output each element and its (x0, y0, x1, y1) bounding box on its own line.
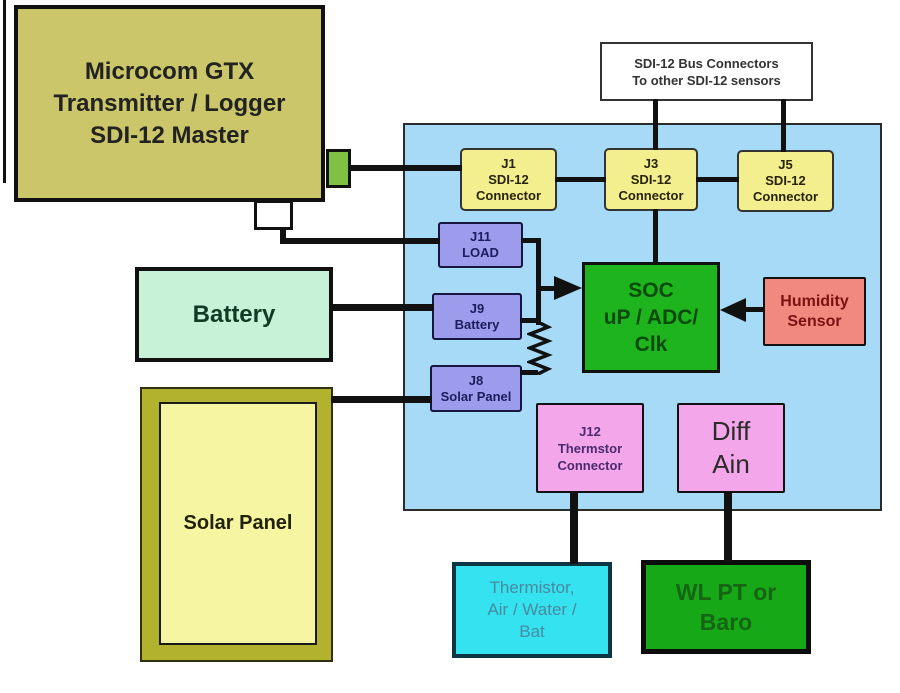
thermistor-label: Thermistor, (489, 578, 575, 597)
line-trunk-soc (536, 286, 558, 291)
wl-label: Baro (699, 609, 753, 635)
thermistor-label: Bat (519, 622, 545, 641)
j12-label: Thermstor (557, 440, 623, 456)
transmitter-label: Microcom GTX (84, 57, 255, 85)
line-j11-trunk (521, 238, 540, 243)
edge-artifact-line (3, 0, 6, 183)
line-j9-trunk (520, 318, 541, 323)
line-j3-soc (653, 209, 658, 264)
j3-label: J3 (643, 155, 659, 171)
bus-note-block: SDI-12 Bus Connectors To other SDI-12 se… (600, 42, 813, 101)
bus-note-label: To other SDI-12 sensors (632, 72, 781, 88)
line-transmitter-j1 (349, 165, 462, 171)
j8-label: Solar Panel (440, 388, 512, 404)
j5-label: J5 (778, 157, 793, 172)
solar-panel-label: Solar Panel (183, 512, 293, 534)
line-bottom-connector-drop (280, 227, 286, 244)
diff-ain-block: Diff Ain (677, 403, 785, 493)
line-solar-j8 (331, 396, 432, 403)
arrow-into-soc-left-icon (554, 276, 582, 300)
humidity-label: Sensor (787, 312, 842, 330)
thermistor-block: Thermistor, Air / Water / Bat (452, 562, 612, 658)
j12-label: J12 (579, 423, 601, 439)
j12-label: Connector (557, 457, 623, 473)
j9-battery-connector: J9 Battery (432, 293, 522, 340)
transmitter-side-connector (326, 149, 351, 188)
line-j3-j5 (696, 177, 739, 182)
j5-sdi12-connector: J5 SDI-12 Connector (737, 150, 834, 212)
transmitter-bottom-connector (254, 200, 293, 230)
battery-block: Battery (135, 267, 333, 362)
line-diffain-wl (724, 491, 732, 562)
transmitter-block: Microcom GTX Transmitter / Logger SDI-12… (14, 5, 325, 202)
humidity-label: Humidity (780, 292, 849, 310)
line-j1-j3 (555, 177, 606, 182)
j8-solar-connector: J8 Solar Panel (430, 365, 522, 412)
line-busnote-j5 (781, 99, 786, 152)
j1-sdi12-connector: J1 SDI-12 Connector (460, 148, 557, 211)
soc-label: SOC (628, 279, 674, 302)
wl-label: WL PT or (675, 579, 777, 605)
line-resistor-j8 (520, 370, 538, 375)
j9-label: J9 (469, 300, 485, 316)
line-j12-thermistor (570, 491, 578, 564)
wl-pt-baro-block: WL PT or Baro (641, 560, 811, 654)
arrow-into-soc-right-icon (720, 298, 746, 322)
j1-label: Connector (476, 187, 541, 203)
resistor-symbol-icon (527, 322, 553, 375)
thermistor-label: Air / Water / (487, 600, 577, 619)
j11-label: J11 (470, 229, 491, 244)
j11-load-connector: J11 LOAD (438, 222, 523, 268)
bus-note-label: SDI-12 Bus Connectors (634, 55, 779, 71)
j1-label: SDI-12 (488, 171, 529, 187)
line-bottom-connector-j11 (280, 238, 440, 244)
power-trunk-line (536, 238, 541, 325)
j9-label: Battery (454, 316, 500, 332)
humidity-sensor-block: Humidity Sensor (763, 277, 866, 346)
j5-label: Connector (753, 189, 818, 204)
j8-label: J8 (468, 372, 484, 388)
soc-label: Clk (634, 333, 668, 356)
j11-label: LOAD (462, 245, 499, 260)
soc-block: SOC uP / ADC/ Clk (582, 262, 720, 373)
diff-ain-label: Ain (712, 449, 750, 479)
transmitter-label: Transmitter / Logger (53, 89, 286, 117)
j5-label: SDI-12 (765, 173, 806, 188)
j3-sdi12-connector: J3 SDI-12 Connector (604, 148, 698, 211)
solar-panel-block: Solar Panel (159, 402, 317, 645)
battery-label: Battery (192, 300, 276, 328)
diff-ain-label: Diff (711, 416, 751, 446)
soc-label: uP / ADC/ (603, 306, 699, 329)
j3-label: Connector (618, 187, 684, 203)
transmitter-label: SDI-12 Master (90, 121, 249, 149)
j12-thermistor-connector: J12 Thermstor Connector (536, 403, 644, 493)
line-busnote-j3 (653, 99, 658, 150)
j3-label: SDI-12 (630, 171, 672, 187)
line-battery-j9 (331, 304, 434, 311)
line-humidity-soc (743, 307, 765, 312)
j1-label: J1 (501, 155, 516, 171)
